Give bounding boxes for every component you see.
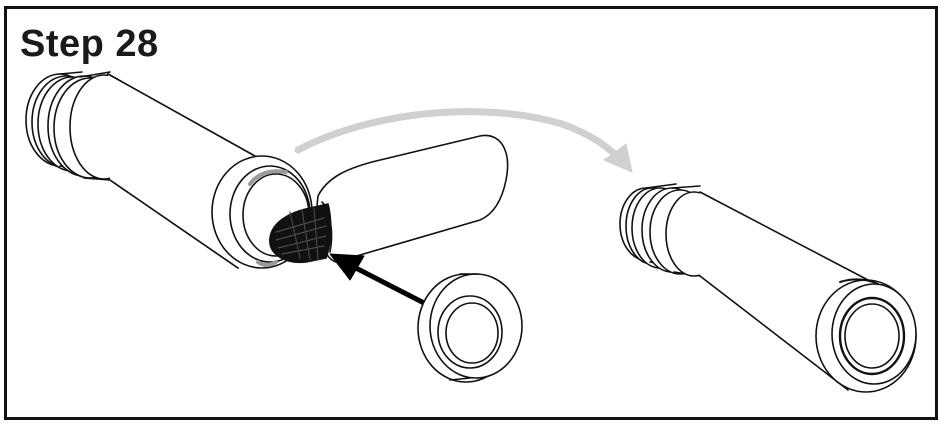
insertion-arrow <box>329 253 429 307</box>
grip-sleeve <box>316 134 509 263</box>
right-tube-grip-end <box>815 278 917 393</box>
end-ring-part <box>417 273 523 383</box>
grip-wrap-coil <box>269 203 332 264</box>
left-tube-assembly <box>25 71 313 269</box>
transition-arrow <box>294 108 633 173</box>
right-tube-assembly <box>619 183 917 393</box>
step-title: Step 28 <box>20 23 159 65</box>
